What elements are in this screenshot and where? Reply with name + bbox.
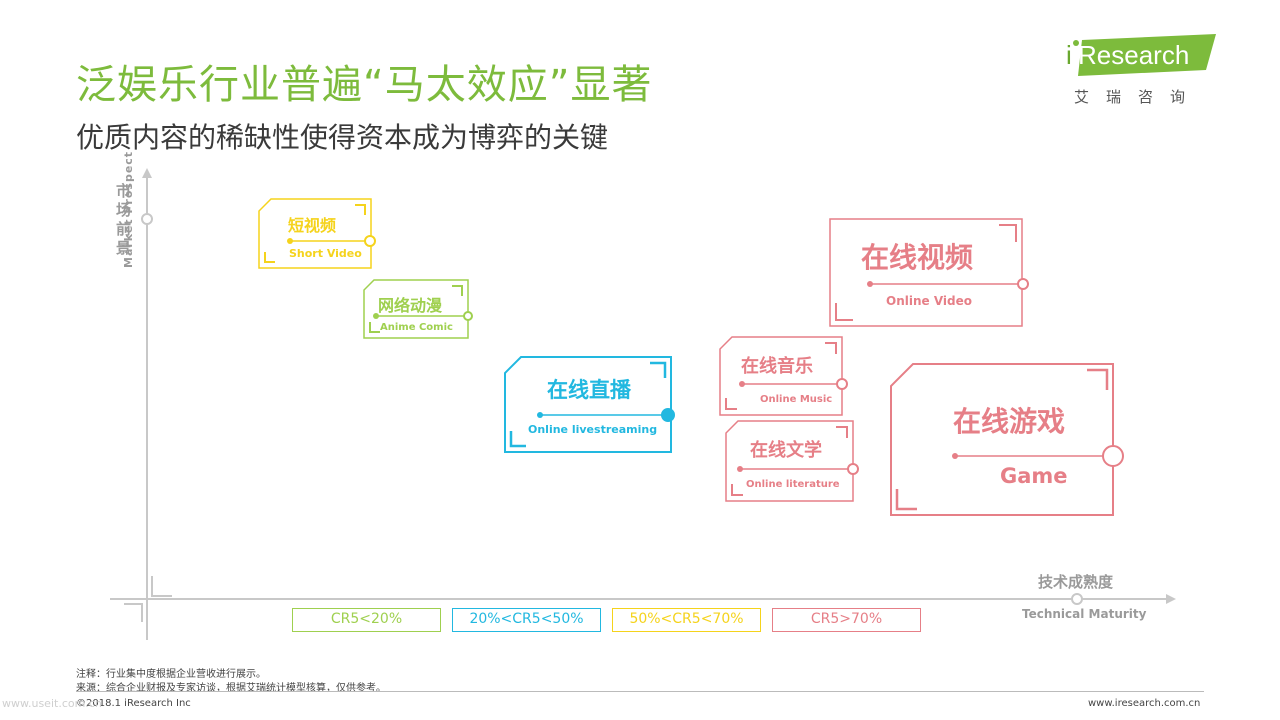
card-frame — [890, 363, 1114, 516]
card-corner-top-right — [452, 285, 463, 296]
card-online-video-en: Online Video — [886, 294, 972, 308]
card-connector-start-dot — [287, 238, 293, 244]
x-axis-label-en: Technical Maturity — [1022, 607, 1147, 621]
card-connector-start-dot — [867, 281, 873, 287]
card-frame — [363, 279, 469, 339]
card-frame — [829, 218, 1023, 327]
card-anime-comic-en: Anime Comic — [380, 322, 453, 333]
x-axis-marker — [1071, 593, 1083, 605]
card-connector-end-dot — [1017, 278, 1029, 290]
logo-brand: Research — [1078, 40, 1190, 70]
card-frame — [725, 420, 854, 502]
origin-bracket — [151, 576, 172, 597]
logo-cn: 艾瑞咨询 — [1074, 88, 1203, 106]
card-corner-top-right — [650, 361, 667, 378]
card-connector-start-dot — [739, 381, 745, 387]
card-online-video-cn: 在线视频 — [861, 241, 974, 274]
card-game-cn: 在线游戏 — [953, 405, 1066, 438]
card-livestreaming-cn: 在线直播 — [547, 378, 631, 402]
legend-cr5-50-70: 50%<CR5<70% — [612, 608, 761, 632]
card-connector-start-dot — [537, 412, 543, 418]
card-connector-start-dot — [737, 466, 743, 472]
card-connector-end-dot — [1102, 445, 1124, 467]
footer-divider — [76, 691, 1204, 692]
card-short-video-en: Short Video — [289, 247, 362, 260]
card-online-literature-en: Online literature — [746, 479, 840, 490]
card-corner-bottom-left — [509, 431, 526, 448]
page-subtitle: 优质内容的稀缺性使得资本成为博弈的关键 — [76, 121, 609, 154]
card-corner-bottom-left — [264, 252, 275, 263]
x-axis-arrow — [1166, 594, 1176, 604]
card-online-music-cn: 在线音乐 — [741, 356, 813, 377]
card-game-en: Game — [1000, 464, 1068, 488]
card-corner-bottom-left — [895, 489, 917, 511]
card-corner-top-right — [1087, 368, 1109, 390]
card-corner-top-right — [999, 224, 1017, 242]
page-title: 泛娱乐行业普遍“马太效应”显著 — [76, 62, 653, 108]
logo-brand-prefix: i — [1066, 40, 1072, 70]
card-corner-top-right — [355, 204, 366, 215]
y-axis-arrow — [142, 168, 152, 178]
card-connector-end-dot — [661, 408, 675, 422]
y-axis-label-en: Market Prospect — [122, 150, 135, 268]
footer-note: 注释：行业集中度根据企业营收进行展示。 — [76, 669, 266, 680]
logo-banner — [1078, 34, 1216, 76]
card-corner-bottom-left — [369, 322, 380, 333]
card-livestreaming-en: Online livestreaming — [528, 423, 658, 436]
card-frame — [258, 198, 372, 269]
y-axis-label-cn: 市场前景 — [116, 182, 132, 257]
footer-source: 来源：综合企业财报及专家访谈，根据艾瑞统计模型核算，仅供参考。 — [76, 683, 386, 694]
card-connector-end-dot — [463, 311, 473, 321]
card-connector-start-dot — [952, 453, 958, 459]
card-frame — [719, 336, 843, 416]
watermark: www.useit.com.cn — [2, 697, 102, 710]
legend-cr5-under-20: CR5<20% — [292, 608, 441, 632]
card-anime-comic-cn: 网络动漫 — [378, 296, 443, 315]
logo-dot — [1073, 40, 1079, 46]
legend-cr5-over-70: CR5>70% — [772, 608, 921, 632]
card-corner-bottom-left — [835, 303, 853, 321]
card-connector-end-dot — [836, 378, 848, 390]
card-corner-bottom-left — [731, 484, 743, 496]
card-frame — [504, 356, 672, 453]
card-short-video-cn: 短视频 — [288, 216, 337, 235]
x-axis-label-cn: 技术成熟度 — [1038, 573, 1114, 591]
card-corner-top-right — [825, 342, 837, 354]
card-connector-end-dot — [847, 463, 859, 475]
card-connector-start-dot — [373, 313, 379, 319]
y-axis-marker — [141, 213, 153, 225]
card-corner-bottom-left — [725, 398, 737, 410]
legend-cr5-20-50: 20%<CR5<50% — [452, 608, 601, 632]
footer-copyright: ©2018.1 iResearch Inc — [76, 698, 191, 709]
iresearch-logo — [1073, 34, 1216, 76]
origin-bracket-2 — [124, 603, 143, 622]
card-connector-end-dot — [364, 235, 376, 247]
card-corner-top-right — [836, 426, 848, 438]
footer-website: www.iresearch.com.cn — [1088, 698, 1201, 709]
card-online-literature-cn: 在线文学 — [750, 440, 822, 461]
card-online-music-en: Online Music — [760, 394, 833, 405]
